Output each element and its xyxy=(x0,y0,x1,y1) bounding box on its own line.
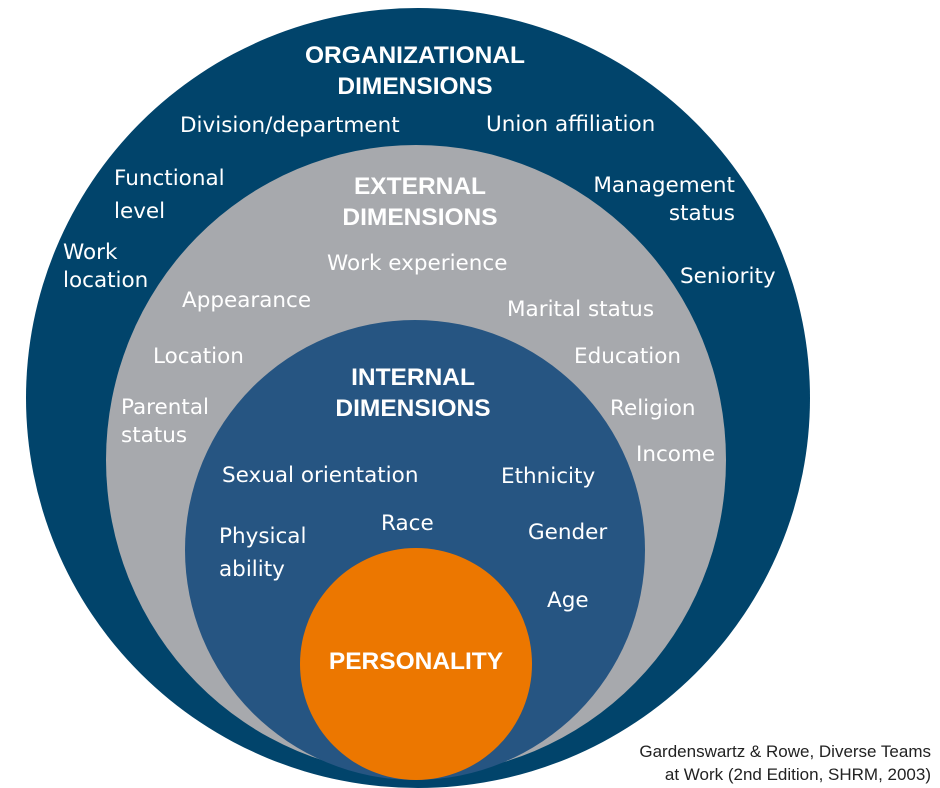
label-sexual-orientation: Sexual orientation xyxy=(222,463,419,488)
label-religion: Religion xyxy=(610,396,696,421)
citation: Gardenswartz & Rowe, Diverse Teams at Wo… xyxy=(639,742,931,784)
label-work-experience: Work experience xyxy=(327,251,508,276)
label-income: Income xyxy=(636,442,716,467)
label-appearance: Appearance xyxy=(182,288,312,313)
label-union-affiliation: Union affiliation xyxy=(486,112,656,137)
label-physical-ability: Physical ability xyxy=(219,524,307,582)
personality-circle xyxy=(300,548,532,780)
organizational-dimensions-title: ORGANIZATIONAL DIMENSIONS xyxy=(304,42,526,100)
external-dimensions-title: EXTERNAL DIMENSIONS xyxy=(342,173,498,231)
label-parental-status: Parental status xyxy=(121,395,209,448)
label-management-status: Management status xyxy=(593,173,735,226)
label-race: Race xyxy=(381,511,434,536)
label-ethnicity: Ethnicity xyxy=(501,464,596,489)
label-division-department: Division/department xyxy=(180,113,400,138)
internal-dimensions-title: INTERNAL DIMENSIONS xyxy=(335,364,491,422)
label-work-location: Work location xyxy=(63,240,149,293)
label-marital-status: Marital status xyxy=(507,297,655,322)
label-functional-level: Functional level xyxy=(114,166,225,224)
label-seniority: Seniority xyxy=(680,264,776,289)
personality-title: PERSONALITY xyxy=(328,648,504,675)
label-education: Education xyxy=(574,344,682,369)
label-age: Age xyxy=(547,588,589,613)
label-gender: Gender xyxy=(528,520,608,545)
label-location: Location xyxy=(153,344,244,369)
